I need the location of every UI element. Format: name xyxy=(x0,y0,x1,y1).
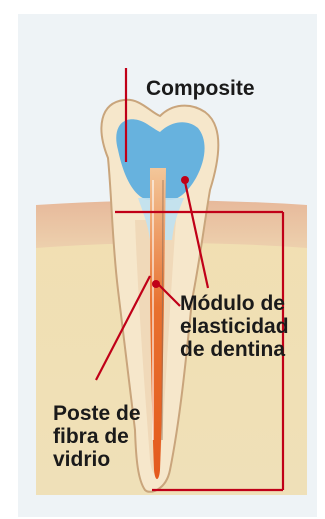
composite-label: Composite xyxy=(146,77,255,100)
modulo-de-elasticidad-label: Módulo de elasticidad de dentina xyxy=(180,292,289,361)
poste-marker xyxy=(152,280,160,288)
modulo-marker xyxy=(181,176,189,184)
poste-de-fibra-label: Poste de fibra de vidrio xyxy=(53,402,141,471)
